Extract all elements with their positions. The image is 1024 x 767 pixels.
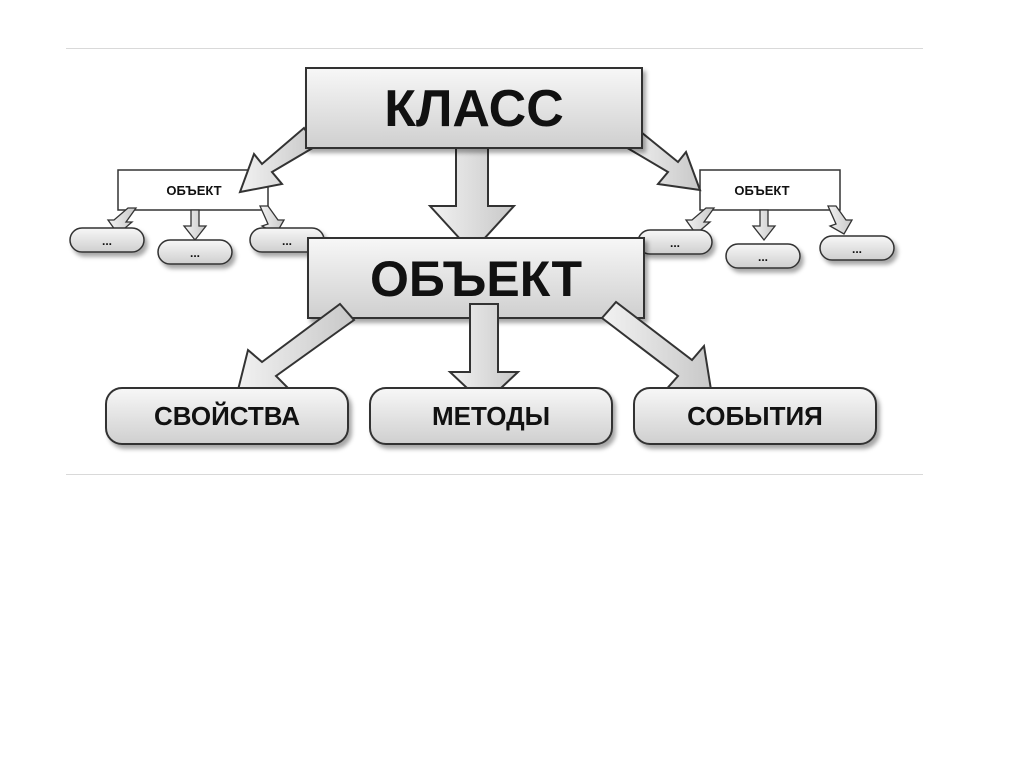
ellipsis-text: ... [190,246,200,260]
bottom-divider [66,474,923,475]
object-label: ОБЪЕКТ [370,251,582,307]
arrow-object-to-properties [234,302,356,400]
right-object-frame [699,169,841,211]
arrow-object-to-events [600,300,714,398]
arrow-class-to-object [427,139,517,254]
ellipsis-pill [157,239,233,265]
properties-label: СВОЙСТВА [154,401,300,431]
ellipsis-text: ... [102,234,112,248]
ellipsis-text: ... [670,236,680,250]
ellipsis-labels: ... ... ... ... ... ... [102,234,862,264]
ellipsis-text: ... [282,234,292,248]
ellipsis-pill [725,243,801,269]
properties-box [105,387,349,445]
object-arrows [234,300,714,406]
ellipsis-pill [819,235,895,261]
methods-label: МЕТОДЫ [432,401,550,431]
top-divider [66,48,923,49]
ellipsis-pill [69,227,145,253]
class-label: КЛАСС [384,80,564,138]
methods-box [369,387,613,445]
ellipsis-text: ... [758,250,768,264]
events-box [633,387,877,445]
left-object-label: ОБЪЕКТ [166,183,221,198]
children-boxes [105,387,877,445]
right-object-label: ОБЪЕКТ [734,183,789,198]
class-box [305,67,643,149]
arrow-class-to-left-object [238,126,318,194]
events-label: СОБЫТИЯ [687,401,823,431]
ellipsis-text: ... [852,242,862,256]
right-small-arrows [684,205,854,242]
ellipsis-pills [69,227,895,269]
